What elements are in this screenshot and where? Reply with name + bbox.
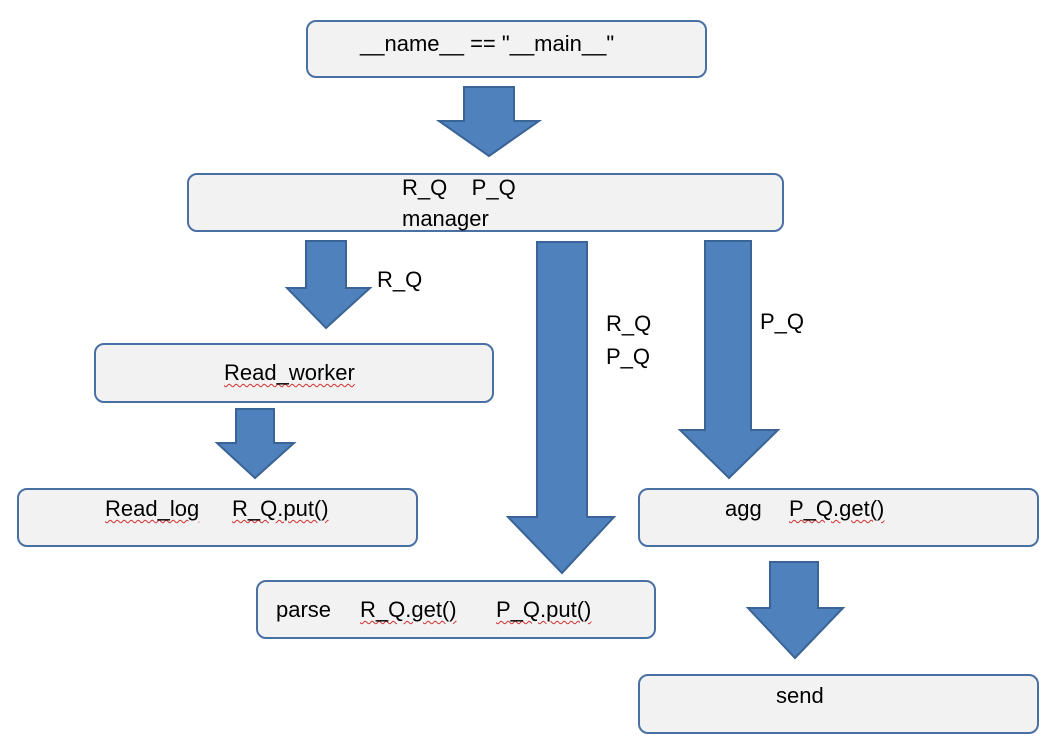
arrow-manager-to-agg [677, 240, 781, 480]
main-check-label: __name__ == "__main__" [360, 31, 615, 56]
read-worker-label: Read_worker [224, 360, 355, 385]
manager-queues-label: R_Q P_Q [402, 175, 516, 200]
manager-label: manager [402, 206, 489, 231]
parse-node [256, 580, 656, 639]
agg-node [638, 488, 1039, 547]
send-node [638, 674, 1039, 734]
read-log-name: Read_log [105, 496, 200, 521]
manager-node [187, 173, 784, 232]
edge-label-parse-line2: P_Q [606, 344, 651, 369]
agg-call: P_Q.get() [789, 496, 885, 521]
parse-put: P_Q.put() [496, 597, 592, 622]
edge-label-parse-line1: R_Q [606, 311, 652, 336]
arrow-agg-to-send [745, 561, 846, 660]
read-log-node [17, 488, 418, 547]
main-check-node [306, 20, 707, 78]
arrow-read-worker-to-read-log [214, 408, 297, 480]
read-log-call: R_Q.put() [232, 496, 329, 521]
arrow-manager-to-read-worker [284, 240, 373, 330]
send-label: send [776, 683, 824, 708]
edge-label-agg: P_Q [760, 309, 805, 334]
arrow-manager-to-parse [505, 241, 617, 575]
edge-label-read-worker: R_Q [377, 267, 423, 292]
read-worker-node [94, 343, 494, 403]
parse-name: parse [276, 597, 332, 622]
arrow-main-to-manager [435, 86, 543, 158]
parse-get: R_Q.get() [360, 597, 457, 622]
agg-name: agg [725, 496, 762, 521]
